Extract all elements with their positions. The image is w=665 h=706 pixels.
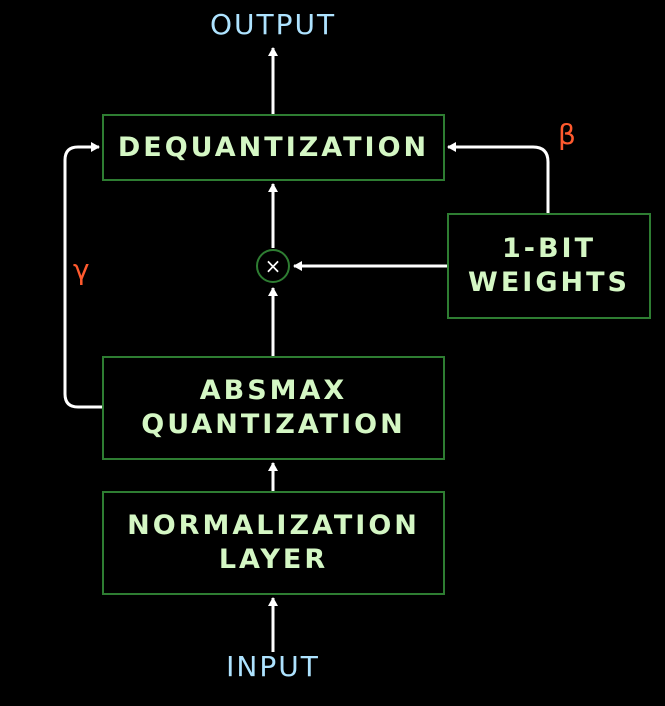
- absmax-quantization-label-line2: QUANTIZATION: [141, 409, 406, 440]
- arrow-beta-path: [447, 142, 550, 213]
- normalization-layer-block: NORMALIZATION LAYER: [102, 491, 445, 595]
- dequantization-block: DEQUANTIZATION: [102, 114, 445, 181]
- dequantization-label: DEQUANTIZATION: [117, 131, 430, 163]
- beta-label: β: [558, 118, 576, 151]
- one-bit-weights-label-line2: WEIGHTS: [468, 267, 630, 298]
- one-bit-weights-label-line1: 1-BIT: [501, 233, 597, 264]
- input-label: INPUT: [226, 650, 320, 683]
- output-label: OUTPUT: [209, 8, 337, 41]
- absmax-quantization-label-line1: ABSMAX: [199, 375, 348, 406]
- one-bit-weights-block: 1-BIT WEIGHTS: [447, 213, 651, 319]
- normalization-layer-label-line1: NORMALIZATION: [127, 510, 420, 541]
- gamma-label: γ: [73, 253, 90, 286]
- arrow-gamma-path: [63, 142, 103, 409]
- absmax-quantization-block: ABSMAX QUANTIZATION: [102, 356, 445, 460]
- normalization-layer-label-line2: LAYER: [218, 544, 329, 575]
- multiply-node: ×: [256, 249, 290, 283]
